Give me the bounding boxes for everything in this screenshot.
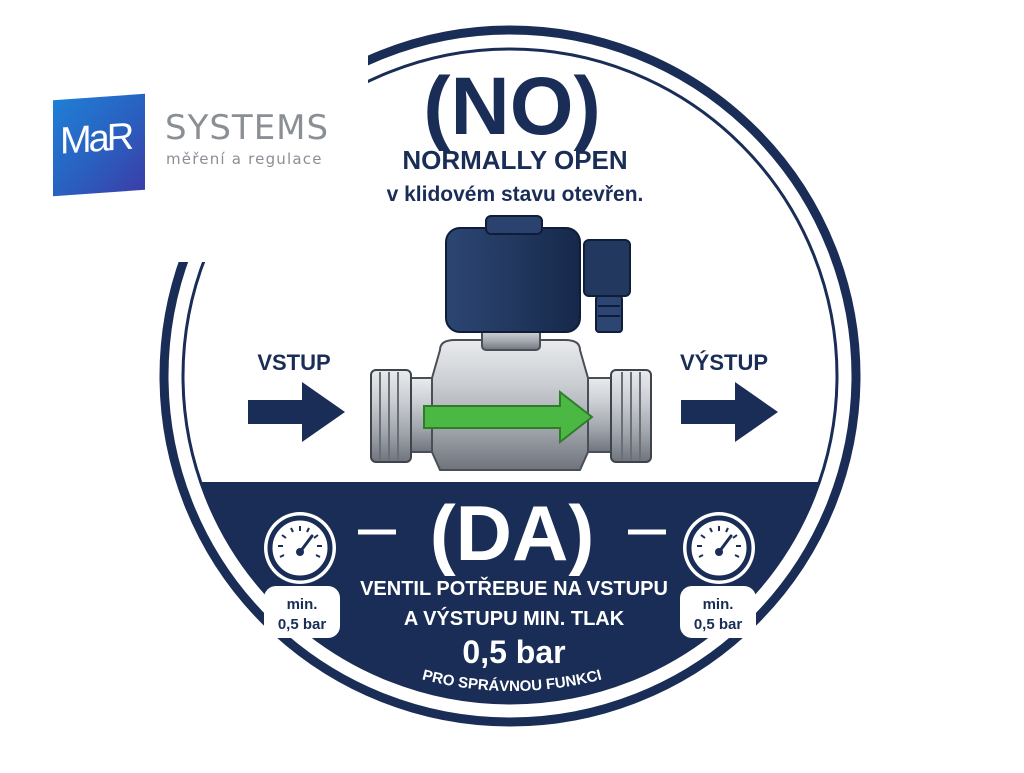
no-code: (NO) [423, 61, 601, 152]
flow-arrow-icon [423, 389, 594, 445]
inlet-arrow-icon [248, 382, 345, 442]
left-gauge-min-label: min. [287, 596, 318, 613]
logo-mark-text: MaR [60, 115, 132, 163]
right-gauge-value: 0,5 bar [694, 616, 743, 633]
outlet-arrow-icon [681, 382, 778, 442]
requirement-line-2: A VÝSTUPU MIN. TLAK [404, 606, 625, 630]
left-gauge-value: 0,5 bar [278, 616, 327, 633]
pressure-value: 0,5 bar [462, 634, 565, 670]
resting-state-subtitle: v klidovém stavu otevřen. [387, 183, 644, 206]
da-code: (DA) [430, 489, 595, 577]
right-pressure-gauge-icon [686, 515, 752, 581]
outlet-label: VÝSTUP [680, 350, 768, 375]
inlet-label: VSTUP [257, 350, 330, 375]
normally-open-title: NORMALLY OPEN [402, 145, 627, 175]
left-gauge: min. 0,5 bar [264, 512, 340, 638]
company-name: SYSTEMS [165, 108, 330, 148]
requirement-line-1: VENTIL POTŘEBUE NA VSTUPU [360, 576, 668, 600]
company-logo-panel [128, 44, 368, 262]
right-gauge-min-label: min. [703, 596, 734, 613]
solenoid-valve-icon [370, 215, 652, 471]
left-pressure-gauge-icon [267, 515, 333, 581]
company-tagline: měření a regulace [166, 150, 323, 168]
right-gauge: min. 0,5 bar [680, 512, 756, 638]
